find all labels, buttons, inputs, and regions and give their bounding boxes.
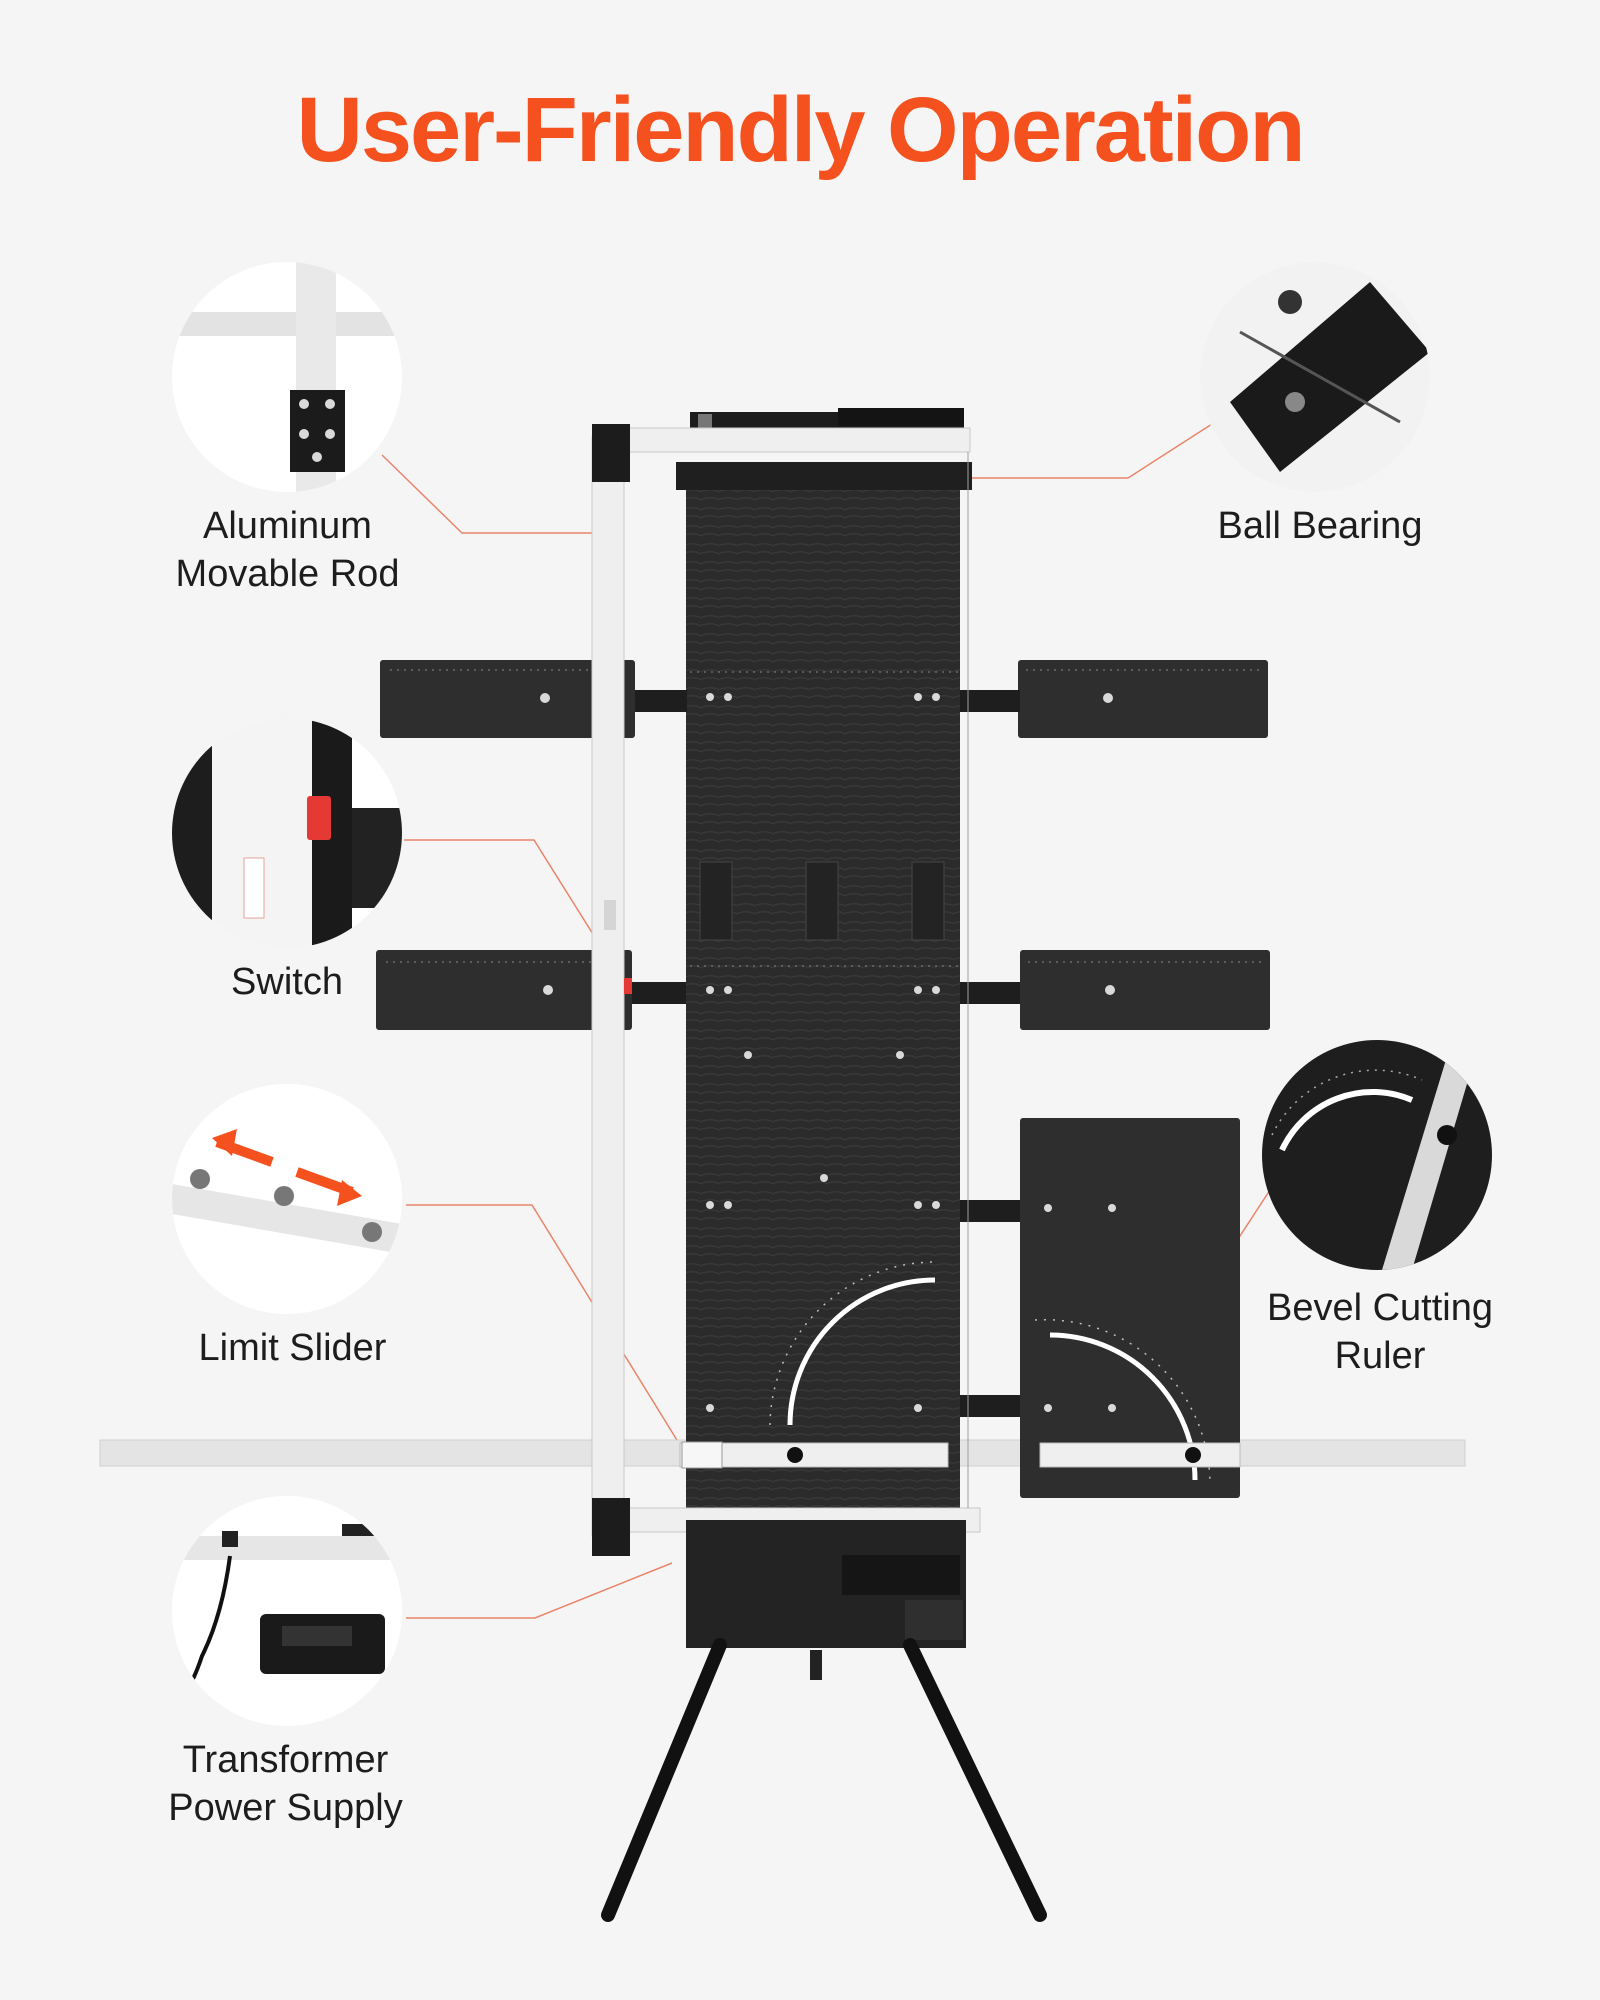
switch-detail-icon <box>172 718 402 948</box>
label-switch: Switch <box>231 961 343 1003</box>
label-ball-bearing: Ball Bearing <box>1217 505 1423 547</box>
label-bevel-ruler: Bevel Cutting Ruler <box>1266 1287 1493 1377</box>
side-extensions <box>376 660 1270 1498</box>
leader-limit-slider <box>406 1204 681 1446</box>
leader-transformer <box>406 1562 673 1619</box>
detail-ball-bearing <box>1200 262 1430 492</box>
frame-switch <box>624 978 632 994</box>
leader-aluminum-rod <box>381 454 592 534</box>
detail-limit-slider <box>172 1084 402 1314</box>
bevel-ruler-detail-icon <box>1262 1040 1492 1270</box>
detail-transformer <box>172 1496 402 1726</box>
label-transformer: Transformer Power Supply <box>168 1739 403 1829</box>
detail-aluminum-rod <box>172 262 402 492</box>
leader-ball-bearing <box>928 423 1213 479</box>
label-limit-slider: Limit Slider <box>198 1327 387 1369</box>
transformer-detail-icon <box>172 1496 402 1726</box>
detail-bevel-ruler <box>1262 1040 1492 1270</box>
protractor-board <box>769 1261 936 1426</box>
page-title: User-Friendly Operation <box>296 79 1305 181</box>
ball-bearing-detail-icon <box>1200 262 1430 492</box>
label-aluminum-rod: Aluminum Movable Rod <box>175 505 400 595</box>
limit-slider-detail-icon <box>172 1084 402 1314</box>
aluminum-rod-detail-icon <box>172 262 402 492</box>
detail-switch <box>172 718 402 948</box>
